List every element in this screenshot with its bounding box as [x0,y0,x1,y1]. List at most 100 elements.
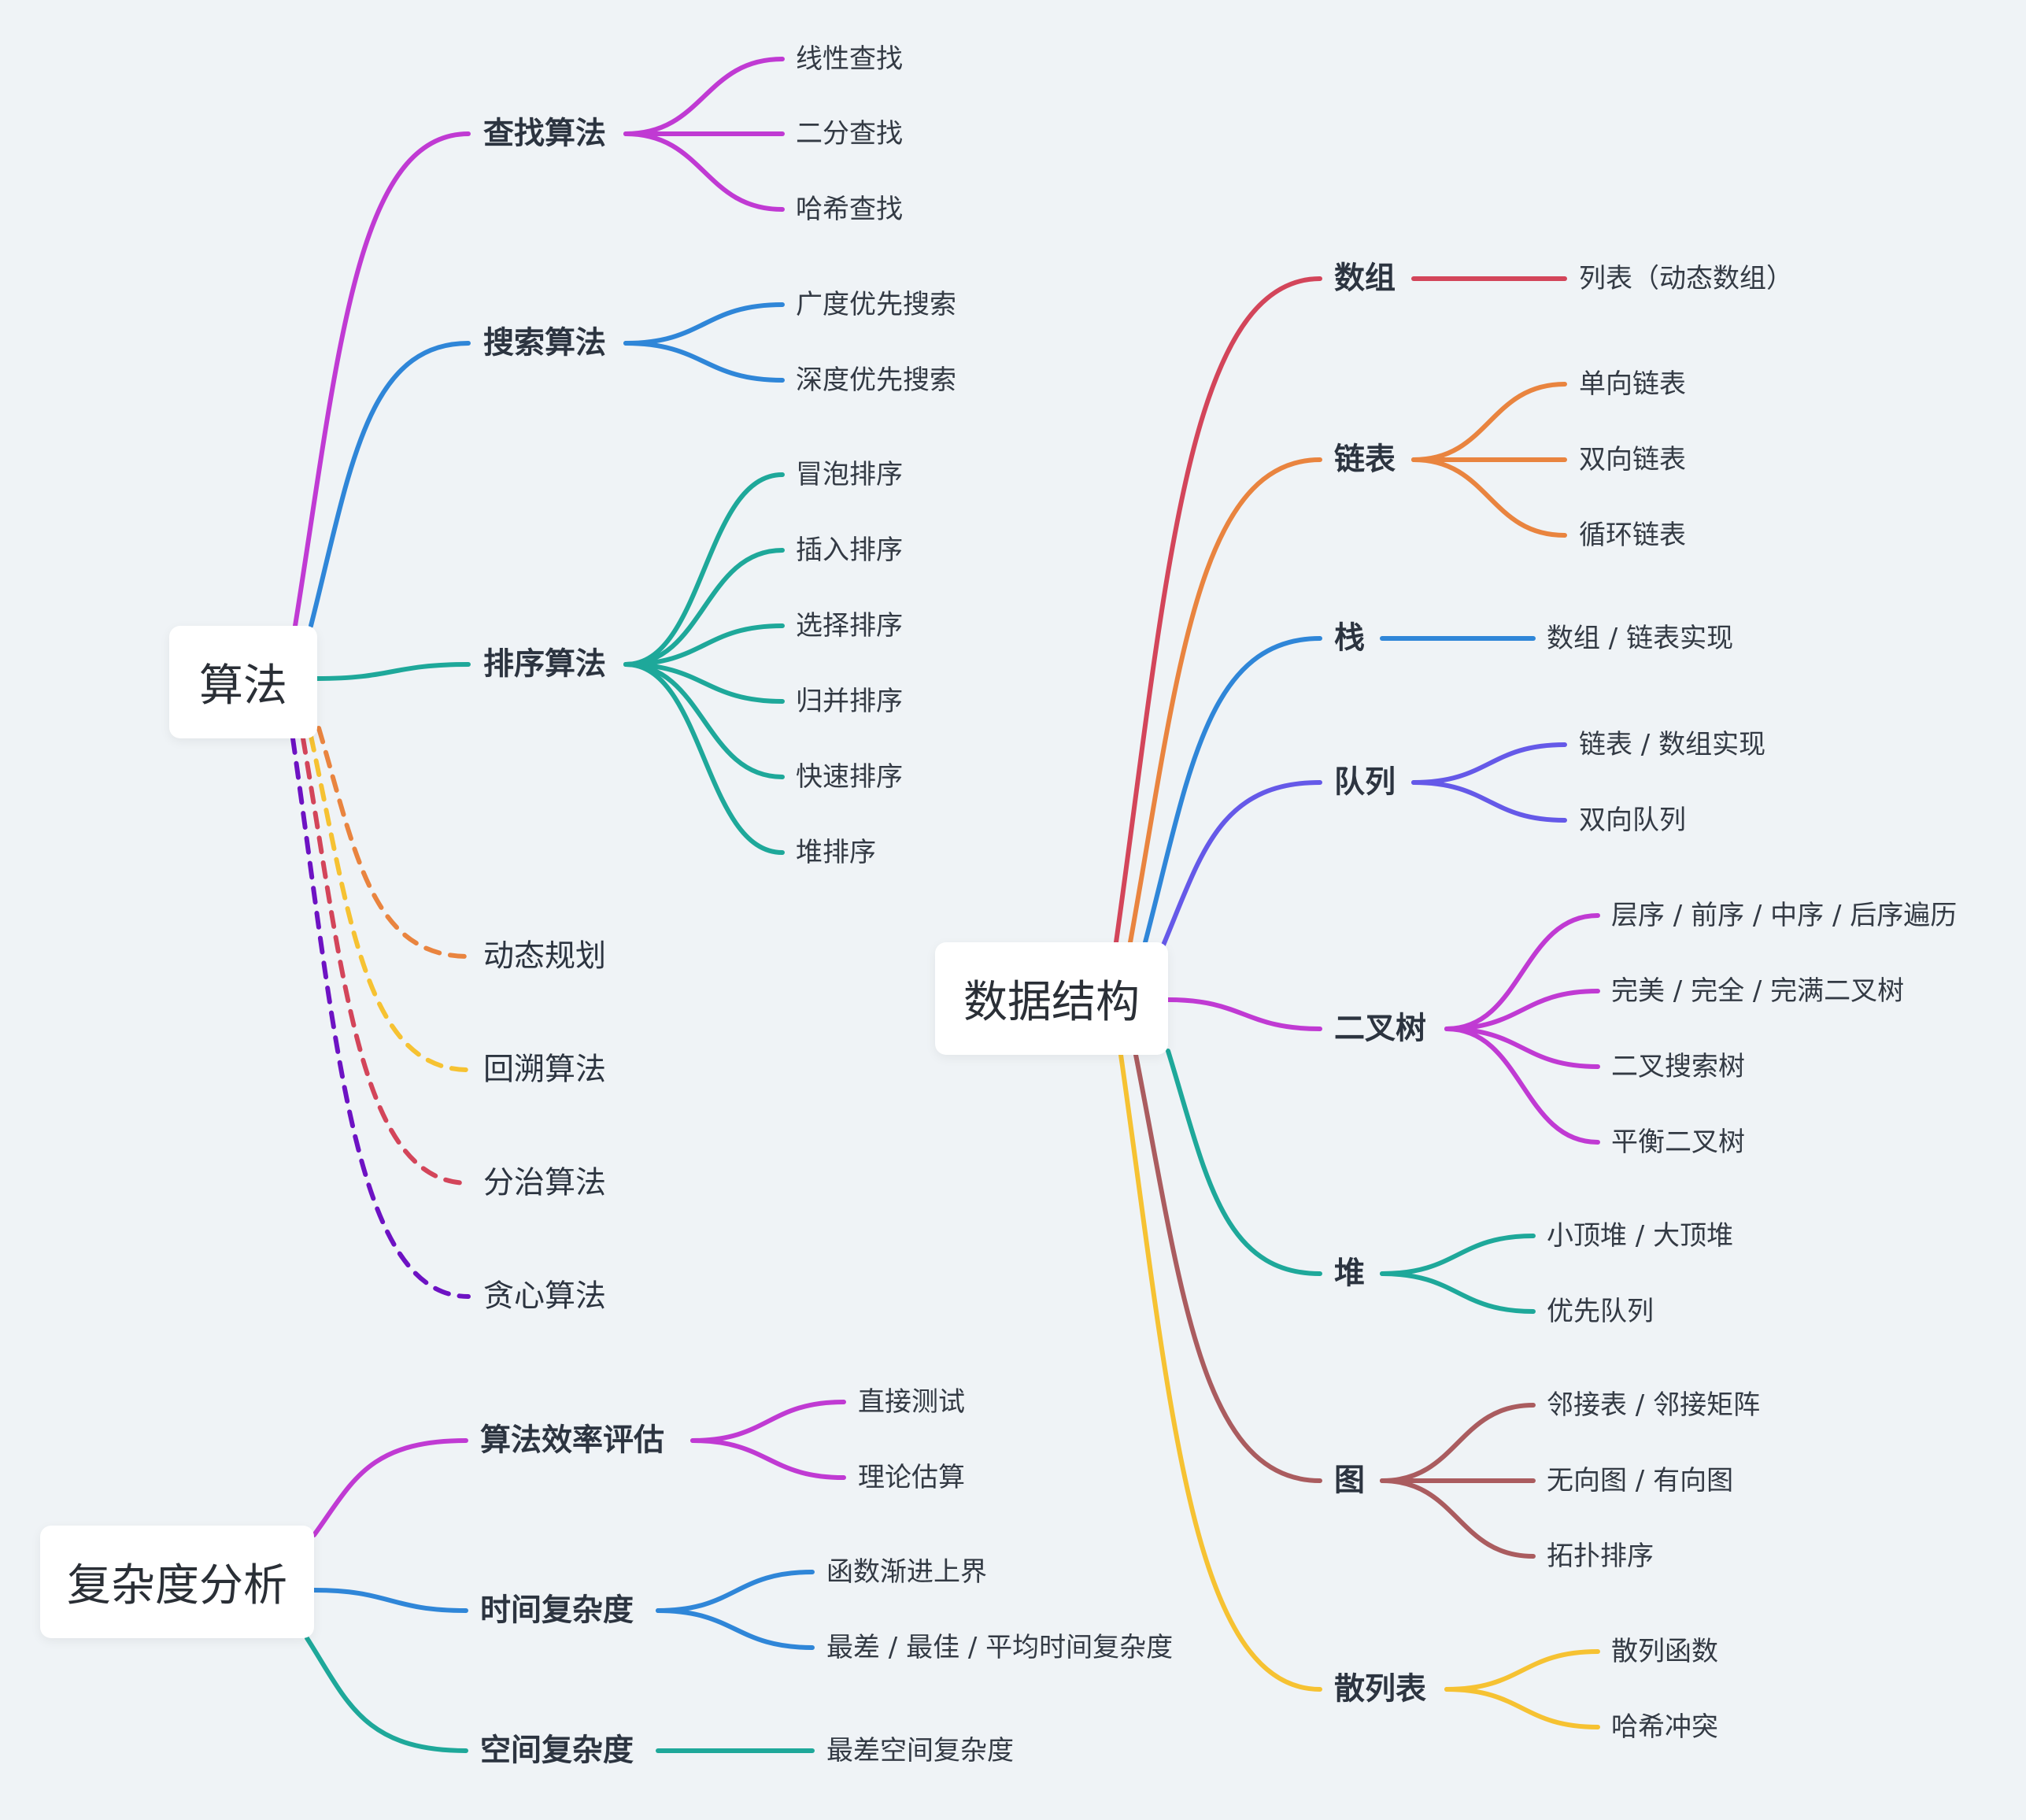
connector-binary-tree-leaf-3 [1444,1027,1600,1145]
connector-heap-leaf-0 [1380,1234,1536,1276]
node-graph-search[interactable]: 搜索算法 [483,325,607,361]
connector-graph-leaf-0 [1380,1403,1536,1483]
node-backtracking[interactable]: 回溯算法 [483,1052,607,1088]
connector-efficiency-leaf-0 [690,1400,846,1443]
leaf-circular-linked[interactable]: 循环链表 [1579,520,1686,551]
leaf-linear-search[interactable]: 线性查找 [796,43,903,75]
leaf-merge-sort[interactable]: 归并排序 [796,686,903,717]
connector-graph-search-leaf-1 [623,341,785,383]
leaf-dfs[interactable]: 深度优先搜索 [796,364,956,396]
connector-sorting-leaf-5 [623,662,785,855]
connector-time-leaf-0 [656,1570,815,1613]
leaf-binary-search[interactable]: 二分查找 [796,118,903,150]
leaf-hash-function[interactable]: 散列函数 [1611,1636,1718,1667]
leaf-min-max-heap[interactable]: 小顶堆 / 大顶堆 [1547,1220,1734,1252]
node-space-complexity[interactable]: 空间复杂度 [480,1733,634,1769]
connector-graph-search-leaf-0 [623,302,785,346]
leaf-hash-search[interactable]: 哈希查找 [796,194,903,225]
leaf-heap-sort[interactable]: 堆排序 [796,837,876,868]
node-graph[interactable]: 图 [1334,1463,1366,1499]
connector-sorting-leaf-4 [623,662,785,779]
leaf-bst[interactable]: 二叉搜索树 [1611,1051,1745,1082]
connector-hash-table-leaf-1 [1444,1687,1600,1729]
leaf-bubble-sort[interactable]: 冒泡排序 [796,459,903,490]
connector-stack [1143,636,1322,945]
node-search-algorithms[interactable]: 查找算法 [483,116,607,152]
connector-time-complexity [312,1588,468,1613]
node-stack[interactable]: 栈 [1334,620,1366,657]
leaf-priority-queue[interactable]: 优先队列 [1547,1296,1654,1327]
node-time-complexity[interactable]: 时间复杂度 [480,1592,634,1629]
leaf-deque[interactable]: 双向队列 [1579,805,1686,836]
node-linked-list[interactable]: 链表 [1334,442,1396,478]
connector-queue-leaf-1 [1411,780,1567,823]
node-dynamic-programming[interactable]: 动态规划 [483,938,607,975]
connector-greedy [290,736,471,1299]
connector-dynamic-programming [316,726,471,959]
connector-heap [1166,1049,1322,1276]
leaf-doubly-linked[interactable]: 双向链表 [1579,444,1686,475]
connector-queue [1158,780,1322,955]
leaf-insertion-sort[interactable]: 插入排序 [796,535,903,566]
connector-search-leaf-2 [623,131,785,212]
leaf-stack-impl[interactable]: 数组 / 链表实现 [1547,623,1734,654]
connector-space-complexity [305,1636,468,1753]
leaf-balanced-tree[interactable]: 平衡二叉树 [1611,1126,1745,1158]
connector-divide-conquer [301,736,471,1186]
leaf-quick-sort[interactable]: 快速排序 [796,761,903,793]
leaf-dynamic-array[interactable]: 列表（动态数组） [1579,263,1793,294]
node-queue[interactable]: 队列 [1334,764,1396,801]
connector-sorting-leaf-3 [623,662,785,704]
node-greedy[interactable]: 贪心算法 [483,1278,607,1315]
leaf-upper-bound[interactable]: 函数渐进上界 [826,1556,987,1588]
connector-binary-tree-leaf-1 [1444,989,1600,1031]
root-node-data-structures[interactable]: 数据结构 [935,942,1168,1055]
node-sorting[interactable]: 排序算法 [483,646,607,682]
leaf-singly-linked[interactable]: 单向链表 [1579,368,1686,400]
node-binary-tree[interactable]: 二叉树 [1334,1011,1427,1047]
connector-binary-tree-leaf-0 [1444,913,1600,1031]
connector-queue-leaf-0 [1411,742,1567,785]
connector-linked-list-leaf-0 [1411,382,1567,462]
node-heap[interactable]: 堆 [1334,1256,1366,1292]
node-hash-table[interactable]: 散列表 [1334,1671,1427,1707]
node-efficiency[interactable]: 算法效率评估 [480,1422,665,1459]
leaf-queue-impl[interactable]: 链表 / 数组实现 [1579,729,1766,760]
connector-linked-list [1128,457,1322,945]
connector-binary-tree-leaf-2 [1444,1027,1600,1069]
root-node-algorithms[interactable]: 算法 [169,626,317,738]
connector-efficiency-leaf-1 [690,1438,846,1480]
connector-sorting-leaf-2 [623,623,785,667]
connector-time-leaf-1 [656,1608,815,1650]
leaf-topo-sort[interactable]: 拓扑排序 [1547,1541,1654,1572]
leaf-theory-estimate[interactable]: 理论估算 [858,1462,965,1493]
connector-binary-tree [1166,997,1322,1031]
leaf-time-cases[interactable]: 最差 / 最佳 / 平均时间复杂度 [826,1632,1174,1663]
node-array[interactable]: 数组 [1334,261,1396,297]
connector-sorting-leaf-0 [623,472,785,667]
connector-sorting [315,662,471,681]
leaf-directed[interactable]: 无向图 / 有向图 [1547,1465,1734,1496]
node-divide-conquer[interactable]: 分治算法 [483,1165,607,1201]
leaf-direct-test[interactable]: 直接测试 [858,1386,965,1418]
leaf-hash-collision[interactable]: 哈希冲突 [1611,1711,1718,1743]
connector-backtracking [309,734,471,1072]
connector-linked-list-leaf-2 [1411,457,1567,538]
leaf-traversal[interactable]: 层序 / 前序 / 中序 / 后序遍历 [1611,900,1958,931]
leaf-selection-sort[interactable]: 选择排序 [796,610,903,642]
connector-graph-search [309,341,471,628]
connector-heap-leaf-1 [1380,1271,1536,1314]
leaf-adjacency[interactable]: 邻接表 / 邻接矩阵 [1547,1389,1761,1421]
connector-search-algorithms [293,131,471,628]
connector-search-leaf-0 [623,57,785,136]
leaf-bfs[interactable]: 广度优先搜索 [796,289,956,320]
leaf-tree-types[interactable]: 完美 / 完全 / 完满二叉树 [1611,975,1905,1007]
connector-hash-table [1118,1052,1322,1692]
leaf-worst-space[interactable]: 最差空间复杂度 [826,1735,1014,1766]
root-node-complexity[interactable]: 复杂度分析 [40,1526,314,1638]
connector-sorting-leaf-1 [623,548,785,667]
connector-graph-leaf-2 [1380,1478,1536,1559]
connector-graph [1133,1052,1322,1483]
